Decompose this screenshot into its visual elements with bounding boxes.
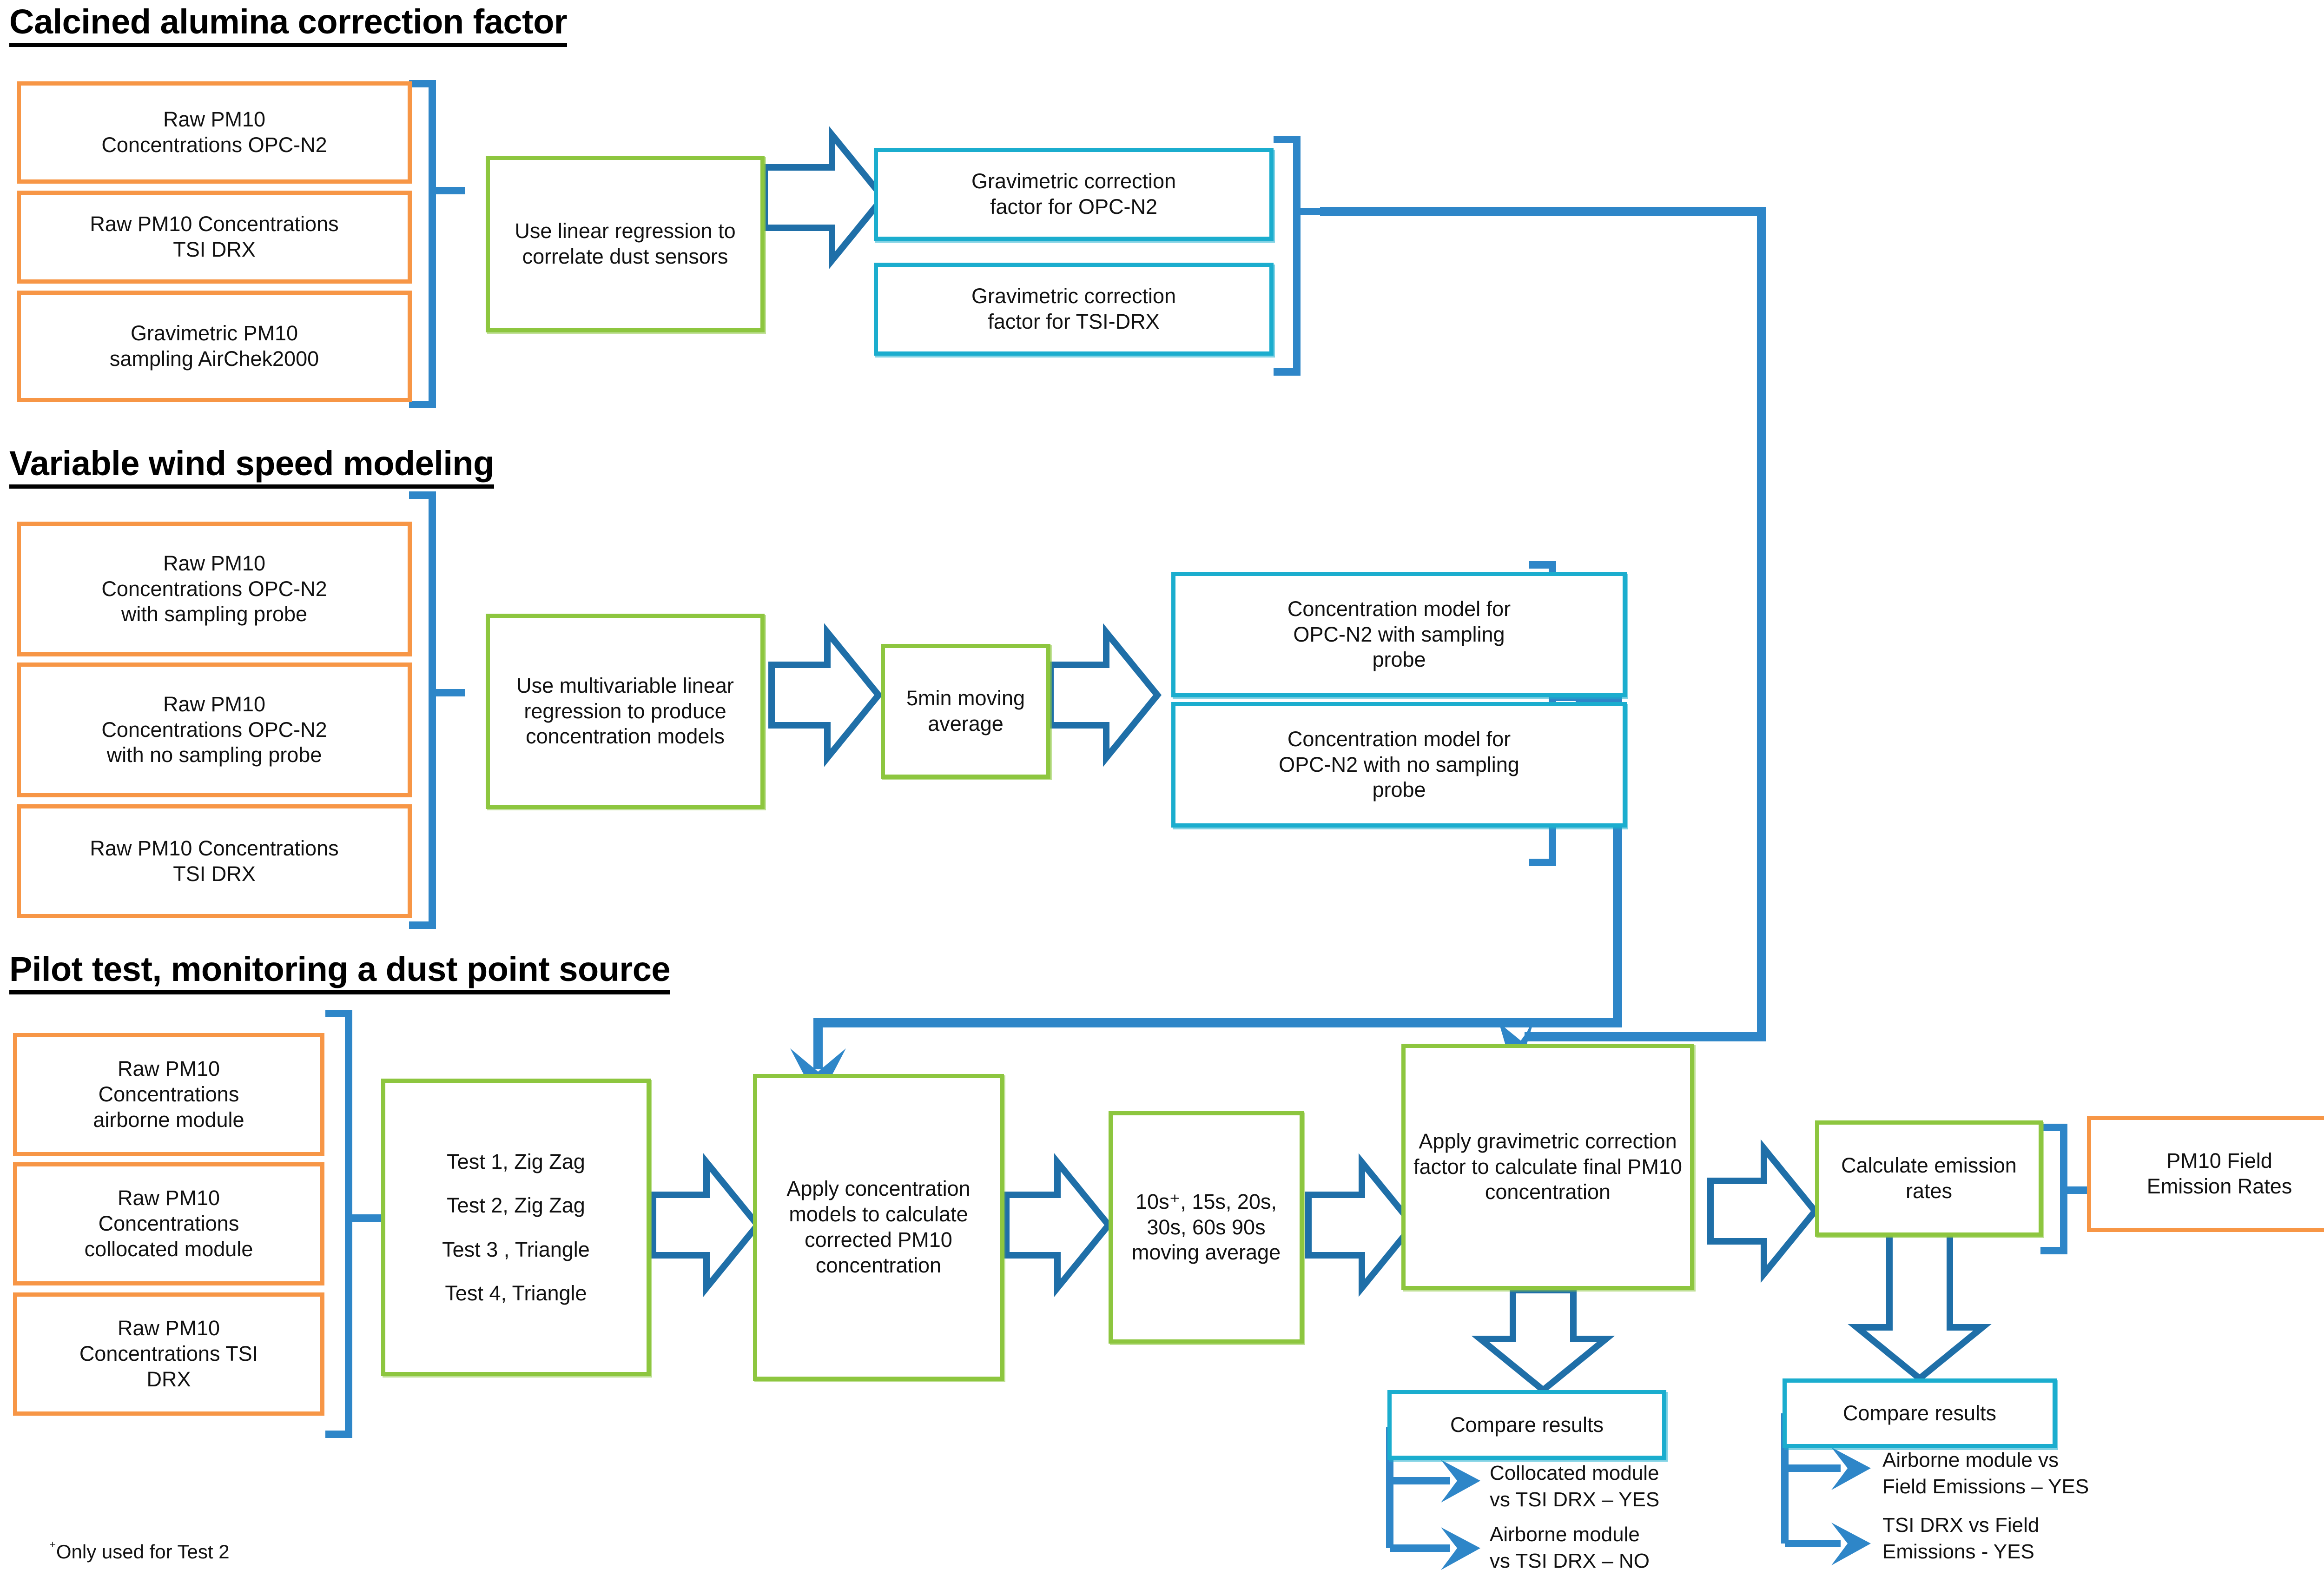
node-windspeed-input-1[interactable]: Raw PM10 Concentrations OPC-N2 with samp… (17, 522, 412, 656)
arrowhead-compare-left-2 (1441, 1527, 1480, 1570)
section-title-pilot: Pilot test, monitoring a dust point sour… (9, 952, 671, 994)
node-pilot-moving-average[interactable]: 10s⁺, 15s, 20s, 30s, 60s 90s moving aver… (1109, 1111, 1304, 1344)
node-pilot-input-1[interactable]: Raw PM10 Concentrations airborne module (13, 1033, 324, 1156)
node-calcined-process[interactable]: Use linear regression to correlate dust … (486, 156, 765, 332)
node-pilot-apply-gravimetric[interactable]: Apply gravimetric correction factor to c… (1401, 1044, 1694, 1290)
node-windspeed-input-2[interactable]: Raw PM10 Concentrations OPC-N2 with no s… (17, 662, 412, 797)
node-pilot-calculate-emissions[interactable]: Calculate emission rates (1815, 1120, 2043, 1237)
section-title-windspeed: Variable wind speed modeling (9, 446, 494, 489)
brace-calcined-inputs (409, 80, 453, 408)
node-windspeed-input-3[interactable]: Raw PM10 Concentrations TSI DRX (17, 804, 412, 918)
node-pilot-tests[interactable]: Test 1, Zig Zag Test 2, Zig Zag Test 3 ,… (381, 1079, 651, 1376)
node-calcined-output-1[interactable]: Gravimetric correction factor for OPC-N2 (874, 148, 1274, 241)
node-calcined-input-3[interactable]: Gravimetric PM10 sampling AirChek2000 (17, 291, 412, 402)
section-title-calcined: Calcined alumina correction factor (9, 5, 568, 47)
node-windspeed-output-2[interactable]: Concentration model for OPC-N2 with no s… (1171, 702, 1627, 828)
arrowhead-compare-right-1 (1831, 1447, 1871, 1490)
node-calcined-input-1[interactable]: Raw PM10 Concentrations OPC-N2 (17, 81, 412, 184)
node-windspeed-output-1[interactable]: Concentration model for OPC-N2 with samp… (1171, 572, 1627, 697)
compare-right-result-2: TSI DRX vs Field Emissions - YES (1882, 1514, 2040, 1564)
arrow-gravimetric-to-emissions (1707, 1139, 1820, 1283)
node-windspeed-smoothing[interactable]: 5min moving average (881, 644, 1050, 779)
node-pilot-field-emission-rates[interactable]: PM10 Field Emission Rates (2087, 1116, 2324, 1232)
node-calcined-input-2[interactable]: Raw PM10 Concentrations TSI DRX (17, 191, 412, 284)
footnote-marker: ⁺ (49, 1539, 56, 1555)
node-pilot-apply-models[interactable]: Apply concentration models to calculate … (753, 1074, 1004, 1381)
arrow-tests-to-apply-models (650, 1153, 762, 1297)
brace-calcined-outputs (1274, 136, 1320, 376)
arrowhead-compare-left-1 (1441, 1460, 1480, 1503)
compare-left-result-2: Airborne module vs TSI DRX – NO (1490, 1523, 1650, 1573)
arrow-windspeed-process-to-smoothing (768, 623, 883, 767)
compare-right-result-1: Airborne module vs Field Emissions – YES (1882, 1449, 2089, 1498)
node-calcined-output-2[interactable]: Gravimetric correction factor for TSI-DR… (874, 263, 1274, 356)
arrow-calcined-process-to-outputs (761, 126, 888, 270)
arrow-movingavg-to-gravimetric (1305, 1153, 1418, 1297)
node-pilot-compare-left[interactable]: Compare results (1387, 1390, 1666, 1460)
brace-windspeed-inputs (409, 491, 453, 929)
footnote-text: Only used for Test 2 (56, 1541, 230, 1563)
node-windspeed-process[interactable]: Use multivariable linear regression to p… (486, 614, 765, 809)
arrow-emissions-down-to-compare (1848, 1229, 1992, 1383)
brace-emission-rates (2040, 1124, 2087, 1254)
compare-left-result-1: Collocated module vs TSI DRX – YES (1490, 1462, 1660, 1511)
brace-pilot-inputs (325, 1010, 370, 1438)
arrow-smoothing-to-models (1047, 623, 1162, 767)
arrowhead-compare-right-2 (1831, 1523, 1871, 1565)
arrow-applymodels-to-movingavg (1003, 1153, 1113, 1297)
footnote: ⁺Only used for Test 2 (49, 1539, 230, 1563)
node-pilot-compare-right[interactable]: Compare results (1783, 1378, 2057, 1448)
arrow-gravimetric-down-to-compare (1471, 1287, 1615, 1395)
node-pilot-input-2[interactable]: Raw PM10 Concentrations collocated modul… (13, 1162, 324, 1285)
node-pilot-input-3[interactable]: Raw PM10 Concentrations TSI DRX (13, 1292, 324, 1416)
